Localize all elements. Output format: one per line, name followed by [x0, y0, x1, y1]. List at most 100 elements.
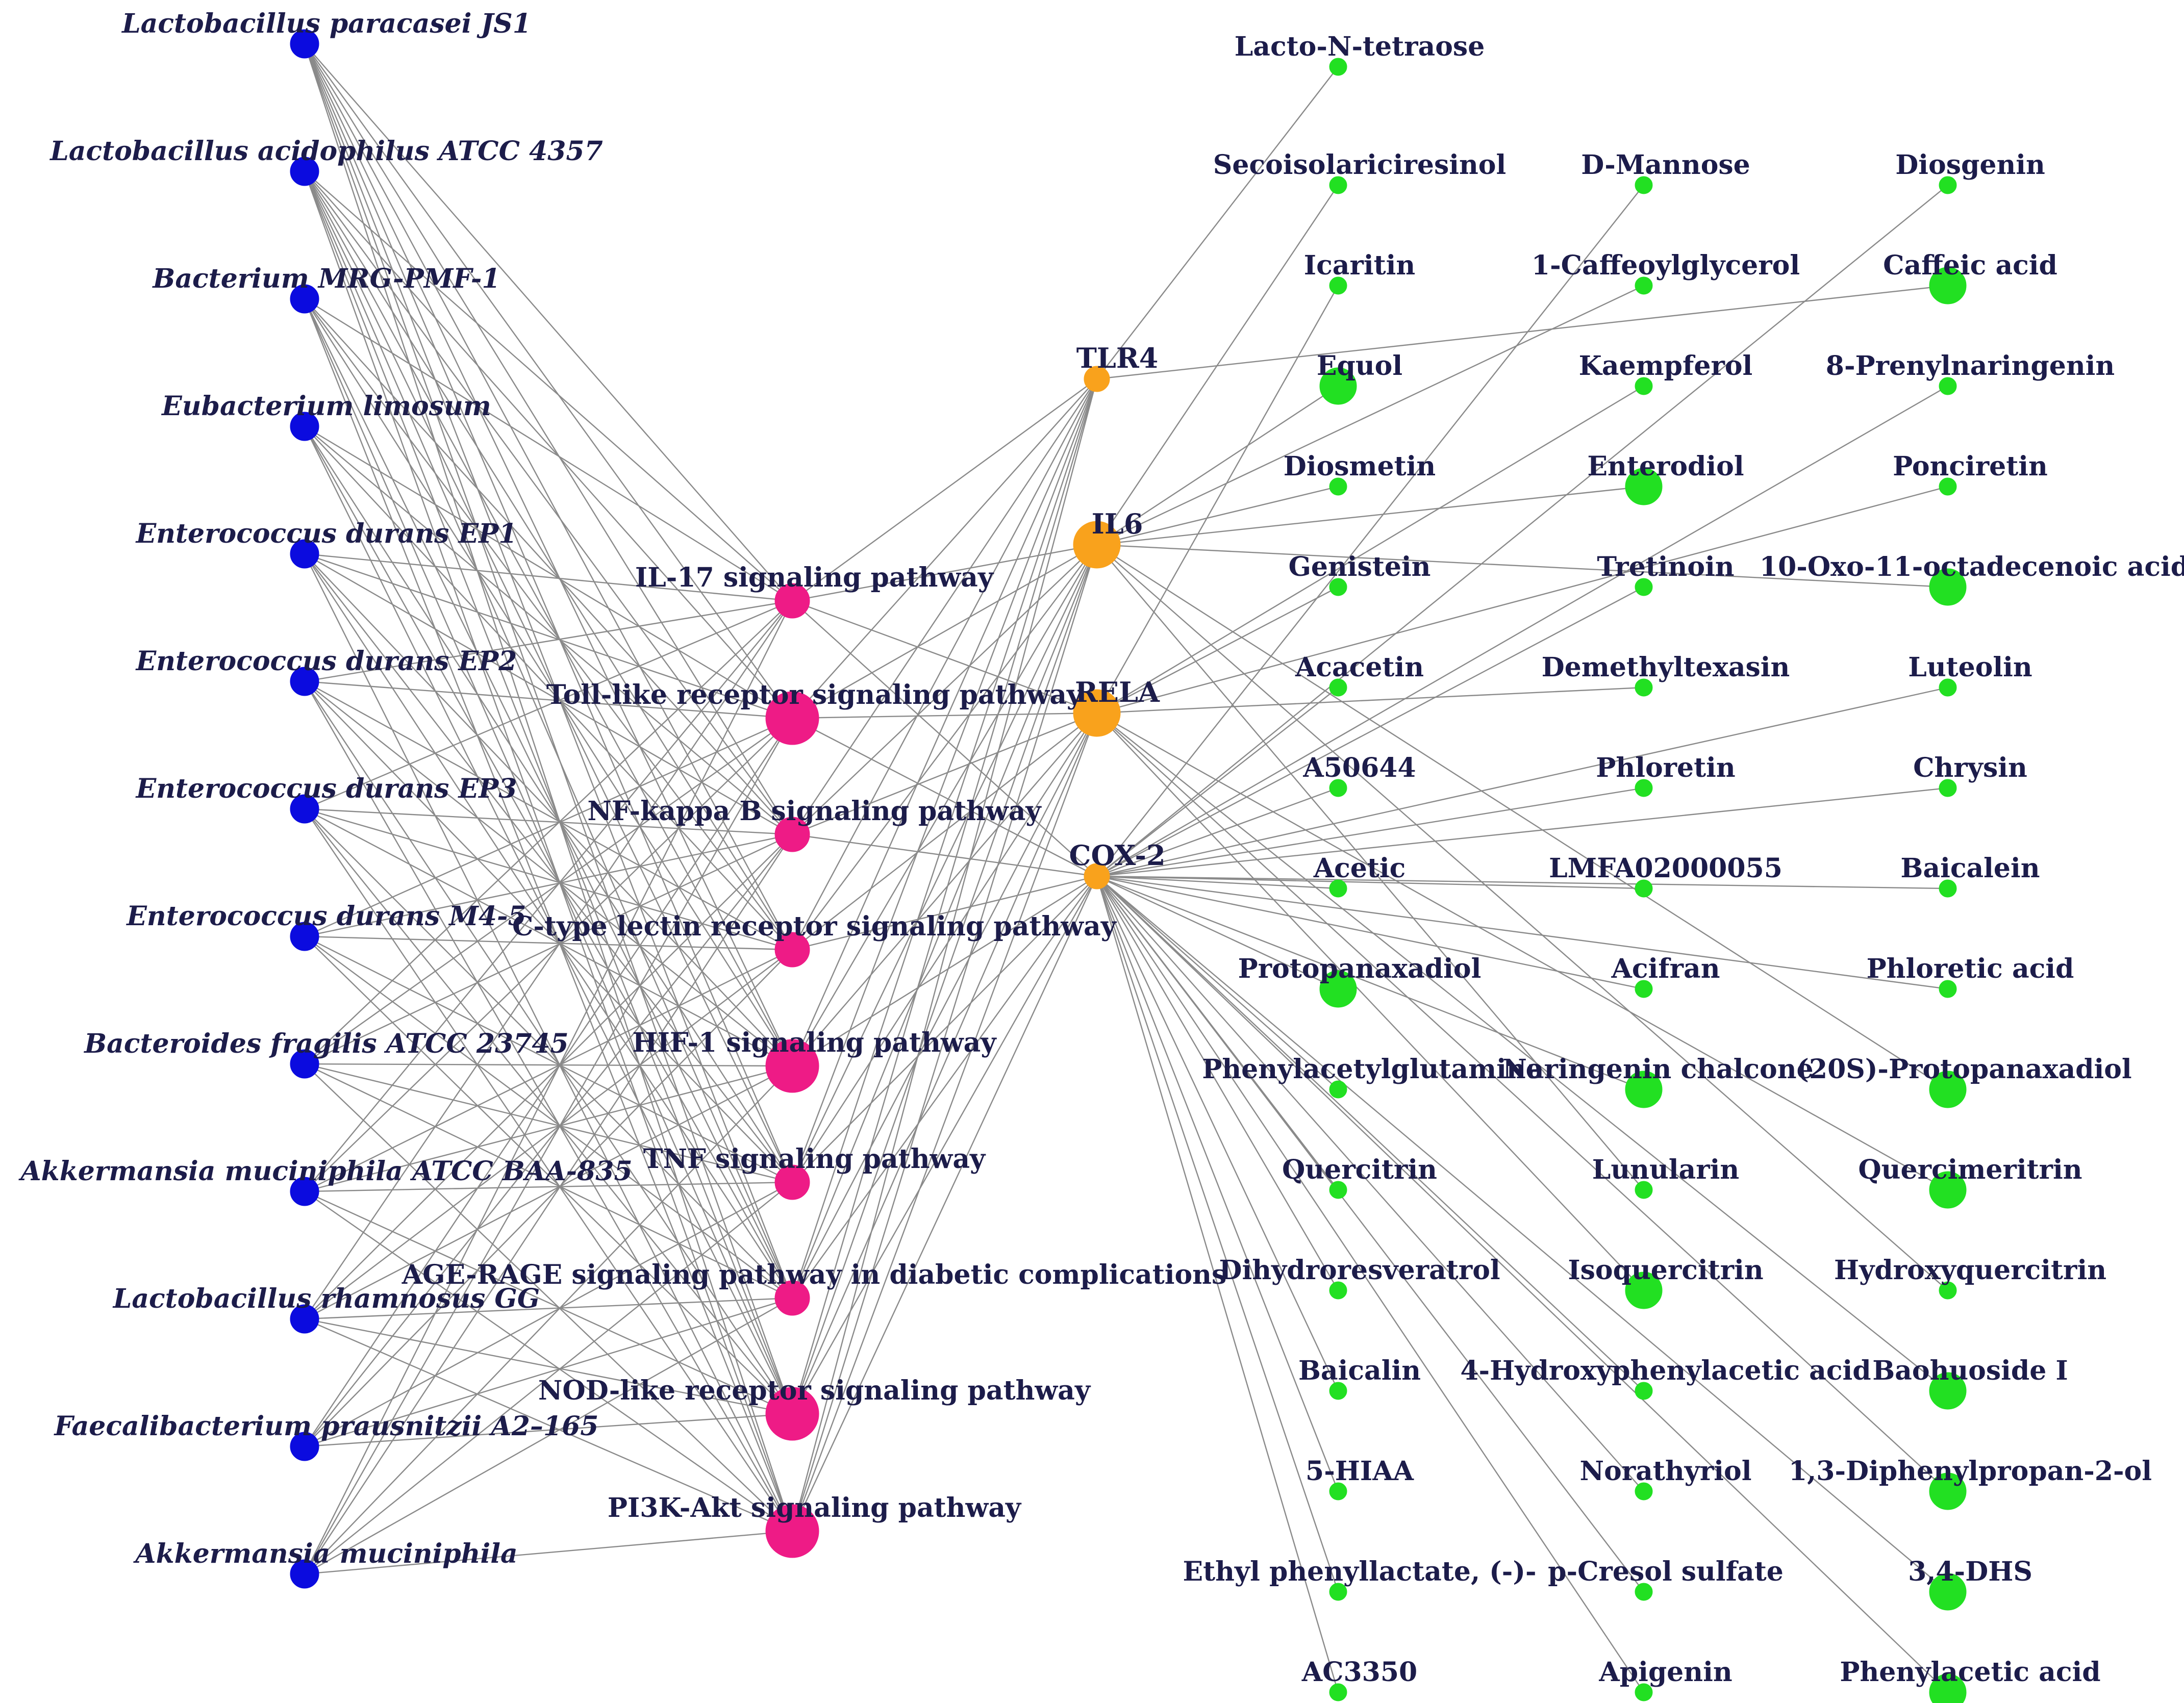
pathway-node-nf-kappa-b-signaling-pathway	[774, 817, 810, 852]
edge-bacteria-pathway	[304, 298, 793, 1532]
edge-target-metabolite	[1096, 876, 1644, 1492]
edge-bacteria-pathway	[304, 1530, 793, 1575]
edge-bacteria-pathway	[304, 171, 793, 950]
edge-target-metabolite	[1096, 385, 1948, 877]
metabolite-node-genistein	[1329, 578, 1347, 596]
edge-bacteria-pathway	[304, 171, 793, 1299]
bacteria-node-lactobacillus-paracasei-js1	[290, 29, 319, 59]
pathway-node-c-type-lectin-receptor-signaling-pathway	[774, 932, 810, 968]
edge-pathway-target	[791, 713, 1098, 1299]
metabolite-label: Lacto-N-tetraose	[1235, 31, 1485, 62]
edge-bacteria-pathway	[304, 1182, 793, 1574]
edge-target-metabolite	[1096, 875, 1644, 1090]
metabolite-label: Norathyriol	[1580, 1456, 1752, 1487]
metabolite-node-p-cresol-sulfate	[1635, 1583, 1653, 1601]
metabolite-node-phenylacetylglutamine	[1329, 1080, 1347, 1099]
edge-pathway-target	[791, 876, 1098, 1414]
edge-target-metabolite	[1096, 787, 1948, 877]
bacteria-label: Faecalibacterium prausnitzii A2–165	[54, 1411, 599, 1442]
metabolite-node-baicalin	[1329, 1382, 1347, 1400]
edge-target-metabolite	[1096, 385, 1644, 714]
edge-target-metabolite	[1096, 876, 1339, 1090]
bacteria-node-akkermansia-muciniphila-atcc-baa-835	[290, 1177, 319, 1206]
edge-target-metabolite	[1096, 876, 1339, 1391]
metabolite-node-lmfa02000055	[1635, 879, 1653, 898]
bacteria-label: Enterococcus durans M4-5	[125, 901, 526, 932]
bacteria-label: Bacteroides fragilis ATCC 23745	[83, 1028, 569, 1059]
pathway-node-il-17-signaling-pathway	[774, 583, 810, 619]
bacteria-node-enterococcus-durans-ep3	[290, 794, 319, 824]
edge-bacteria-pathway	[304, 681, 793, 1532]
edge-bacteria-pathway	[304, 426, 793, 835]
edge-target-metabolite	[1096, 385, 1339, 546]
bacteria-label: Akkermansia muciniphila	[133, 1538, 517, 1569]
bacteria-label: Eubacterium limosum	[161, 391, 491, 422]
metabolite-label: Naringenin chalcone	[1502, 1054, 1813, 1085]
pathway-label: AGE-RAGE signaling pathway in diabetic c…	[401, 1259, 1227, 1290]
edge-target-metabolite	[1096, 876, 1644, 1592]
edge-target-metabolite	[1096, 876, 1339, 1492]
edge-bacteria-pathway	[304, 680, 793, 719]
metabolite-node-3-4-dhs	[1929, 1573, 1967, 1611]
edge-target-metabolite	[1096, 713, 1644, 1291]
edge-bacteria-pathway	[304, 1318, 793, 1532]
edge-pathway-target	[791, 378, 1098, 1066]
pathway-label: NOD-like receptor signaling pathway	[538, 1375, 1091, 1406]
edge-pathway-target	[792, 544, 1097, 835]
edge-bacteria-pathway	[304, 1413, 793, 1447]
edge-target-metabolite	[1096, 544, 1948, 1090]
edge-bacteria-pathway	[304, 833, 793, 1065]
edge-target-metabolite	[1096, 486, 1339, 546]
edge-pathway-target	[791, 378, 1098, 1183]
edge-bacteria-pathway	[304, 600, 793, 682]
bacteria-node-akkermansia-muciniphila	[290, 1559, 319, 1589]
metabolite-node-quercitrin	[1329, 1181, 1347, 1199]
edge-bacteria-pathway	[304, 600, 793, 810]
edge-target-metabolite	[1096, 712, 1948, 1191]
target-label: RELA	[1075, 676, 1160, 708]
bacteria-label: Bacterium MRG-PMF-1	[152, 263, 500, 294]
metabolite-label: Ethyl phenyllactate, (-)-	[1183, 1556, 1536, 1587]
metabolite-node-protopanaxadiol	[1319, 970, 1357, 1008]
edge-target-metabolite	[1096, 285, 1339, 714]
metabolite-node-ac3350	[1329, 1683, 1347, 1701]
target-node-rela	[1073, 689, 1121, 737]
edge-bacteria-pathway	[304, 43, 793, 1066]
metabolite-label: Phloretin	[1596, 752, 1735, 783]
metabolite-label: Ponciretin	[1893, 451, 2048, 482]
metabolite-label: 1-Caffeoylglycerol	[1532, 250, 1800, 281]
edge-target-metabolite	[1096, 875, 1644, 889]
pathway-node-tnf-signaling-pathway	[774, 1164, 810, 1200]
edge-pathway-target	[791, 378, 1098, 1299]
pathway-node-hif-1-signaling-pathway	[765, 1039, 819, 1093]
metabolite-node-phenylacetic-acid	[1929, 1673, 1967, 1703]
edge-bacteria-pathway	[304, 808, 793, 1414]
metabolite-label: 3,4-DHS	[1908, 1556, 2032, 1587]
metabolite-label: 8-Prenylnaringenin	[1826, 350, 2115, 382]
metabolite-node-ethyl-phenyllactate	[1329, 1583, 1347, 1601]
edge-target-metabolite	[1096, 876, 1644, 1693]
pathway-label: Toll-like receptor signaling pathway	[546, 679, 1083, 710]
edge-bacteria-pathway	[304, 553, 793, 835]
edge-pathway-target	[791, 378, 1098, 950]
edge-bacteria-pathway	[304, 426, 793, 1414]
metabolite-label: Equol	[1317, 350, 1402, 382]
edge-bacteria-pathway	[304, 553, 793, 1066]
edge-bacteria-pathway	[304, 808, 793, 951]
metabolite-node-lacto-n-tetraose	[1329, 58, 1347, 76]
edge-target-metabolite	[1096, 285, 1644, 546]
metabolite-label: Chrysin	[1913, 752, 2027, 783]
edge-bacteria-pathway	[304, 808, 793, 1532]
edge-target-metabolite	[1096, 876, 1948, 1592]
edge-bacteria-pathway	[304, 717, 793, 937]
edge-target-metabolite	[1096, 875, 1644, 990]
metabolite-label: Demethyltexasin	[1542, 652, 1790, 683]
edge-target-metabolite	[1096, 875, 1339, 990]
edge-bacteria-pathway	[304, 808, 793, 1067]
edge-target-metabolite	[1096, 875, 1948, 889]
edge-bacteria-pathway	[304, 833, 793, 937]
edge-bacteria-pathway	[304, 1065, 793, 1574]
edge-bacteria-pathway	[304, 681, 793, 1183]
edge-bacteria-pathway	[304, 298, 793, 1414]
edge-bacteria-pathway	[304, 1297, 793, 1447]
